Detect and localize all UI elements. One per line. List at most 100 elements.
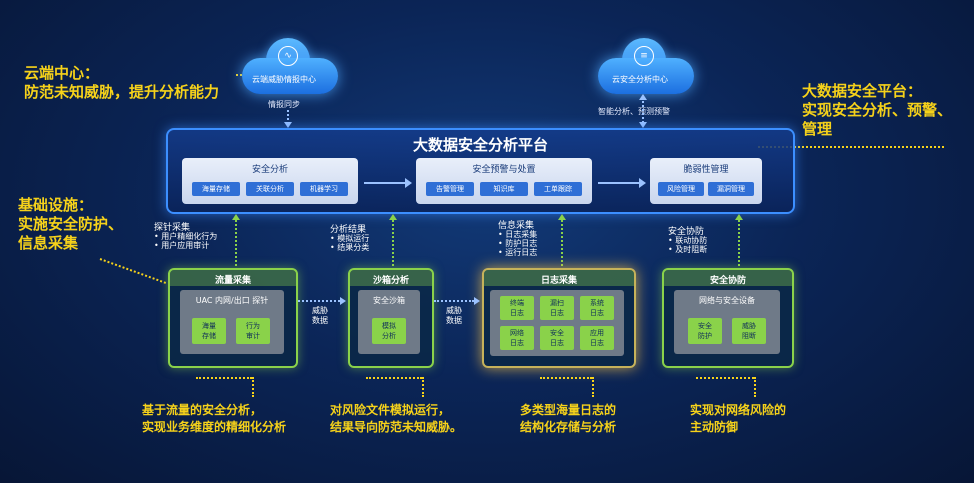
callout-connector bbox=[696, 377, 754, 379]
callout-connector bbox=[196, 377, 252, 379]
module-chip: 漏洞管理 bbox=[708, 182, 754, 196]
callout-line: 主动防御 bbox=[690, 420, 739, 434]
infra-chip: 应用 日志 bbox=[580, 326, 614, 350]
infra-title: 日志采集 bbox=[540, 276, 577, 286]
flow-arrow bbox=[598, 178, 646, 188]
callout-line: 结果导向防范未知威胁。 bbox=[330, 420, 463, 434]
infra-chip: 网络 日志 bbox=[500, 326, 534, 350]
platform-title: 大数据安全分析平台 bbox=[412, 136, 548, 154]
callout-connector bbox=[754, 377, 756, 397]
uplink-title: 信息采集 bbox=[498, 221, 535, 231]
infra-log-collection: 日志采集 终端 日志 漏扫 日志 系统 日志 网络 日志 安全 日志 应用 日志 bbox=[482, 268, 636, 368]
cloud-label: 云端威胁情报中心 bbox=[252, 75, 316, 84]
callout-traffic: 基于流量的安全分析， 实现业务维度的精细化分析 bbox=[142, 402, 286, 436]
module-chip: 海量存储 bbox=[192, 182, 240, 196]
callout-connector bbox=[99, 258, 167, 284]
inner-title: UAC 内网/出口 探针 bbox=[195, 296, 269, 305]
infra-traffic-collection: 流量采集 UAC 内网/出口 探针 海量 存储 行为 审计 bbox=[168, 268, 298, 368]
infra-inner: 网络与安全设备 安全 防护 威胁 阻断 bbox=[674, 290, 780, 354]
uplink-title: 安全协防 bbox=[668, 227, 705, 237]
flow-label: 威胁 数据 bbox=[312, 306, 328, 325]
uplink-item: • 及时阻断 bbox=[668, 245, 708, 254]
link-line bbox=[287, 110, 289, 124]
link-line bbox=[642, 98, 644, 126]
callout-connector bbox=[422, 377, 424, 397]
infra-title: 安全协防 bbox=[709, 276, 746, 286]
infra-chip: 漏扫 日志 bbox=[540, 296, 574, 320]
arrow-up-icon bbox=[639, 94, 647, 100]
callout-logs: 多类型海量日志的 结构化存储与分析 bbox=[520, 402, 616, 436]
callout-line: 多类型海量日志的 bbox=[520, 403, 617, 417]
module-chip: 机器学习 bbox=[300, 182, 348, 196]
uplink-item: • 用户精细化行为 bbox=[154, 232, 218, 241]
callout-line: 实施安全防护、 bbox=[18, 215, 124, 233]
box-header bbox=[350, 270, 432, 286]
callout-line: 基础设施： bbox=[18, 196, 94, 214]
uplink-title: 探针采集 bbox=[154, 223, 191, 233]
box-header bbox=[664, 270, 792, 286]
infra-title: 沙箱分析 bbox=[372, 276, 409, 286]
callout-line: 管理 bbox=[802, 120, 833, 138]
infra-chip: 安全 防护 bbox=[688, 318, 722, 344]
infra-inner: 安全沙箱 模拟 分析 bbox=[358, 290, 420, 354]
callout-line: 对风险文件模拟运行， bbox=[330, 403, 451, 417]
callout-defense: 实现对网络风险的 主动防御 bbox=[690, 402, 786, 436]
callout-line: 实现安全分析、预警、 bbox=[802, 101, 953, 119]
database-icon: ≡ bbox=[634, 46, 654, 66]
module-title: 脆弱性管理 bbox=[683, 165, 729, 175]
callout-connector bbox=[758, 146, 944, 148]
callout-sandbox: 对风险文件模拟运行， 结果导向防范未知威胁。 bbox=[330, 402, 462, 436]
module-chip: 知识库 bbox=[480, 182, 528, 196]
infra-inner: 终端 日志 漏扫 日志 系统 日志 网络 日志 安全 日志 应用 日志 bbox=[490, 290, 624, 356]
callout-infrastructure: 基础设施： 实施安全防护、 信息采集 bbox=[18, 196, 123, 253]
module-security-analysis: 安全分析 海量存储 关联分析 机器学习 bbox=[182, 158, 358, 204]
link-label: 智能分析、预测预警 bbox=[598, 107, 670, 116]
arrow-up-icon bbox=[558, 214, 566, 220]
infra-chip: 系统 日志 bbox=[580, 296, 614, 320]
uplink-title: 分析结果 bbox=[330, 225, 367, 235]
callout-line: 云端中心： bbox=[24, 64, 100, 82]
flow-arrow bbox=[364, 178, 412, 188]
callout-line: 大数据安全平台： bbox=[802, 82, 923, 100]
infra-chip: 终端 日志 bbox=[500, 296, 534, 320]
module-title: 安全预警与处置 bbox=[472, 165, 536, 175]
big-data-platform: 大数据安全分析平台 安全分析 海量存储 关联分析 机器学习 安全预警与处置 告警… bbox=[166, 128, 795, 214]
infra-title: 流量采集 bbox=[214, 276, 251, 286]
uplink-line bbox=[392, 220, 394, 266]
infra-chip: 安全 日志 bbox=[540, 326, 574, 350]
uplink-item: • 运行日志 bbox=[498, 248, 538, 257]
uplink-item: • 结果分类 bbox=[330, 243, 370, 252]
infra-chip: 模拟 分析 bbox=[372, 318, 406, 344]
module-chip: 工单跟踪 bbox=[534, 182, 582, 196]
module-chip: 告警管理 bbox=[426, 182, 474, 196]
callout-line: 结构化存储与分析 bbox=[520, 420, 617, 434]
module-title: 安全分析 bbox=[251, 165, 288, 175]
uplink-item: • 用户应用审计 bbox=[154, 241, 210, 250]
infra-coordinated-defense: 安全协防 网络与安全设备 安全 防护 威胁 阻断 bbox=[662, 268, 794, 368]
callout-line: 基于流量的安全分析， bbox=[142, 403, 263, 417]
arrow-down-icon bbox=[284, 122, 292, 128]
cloud-security-analysis: ≡ 云安全分析中心 bbox=[596, 36, 696, 96]
module-chip: 关联分析 bbox=[246, 182, 294, 196]
inner-title: 安全沙箱 bbox=[373, 296, 405, 305]
infra-sandbox: 沙箱分析 安全沙箱 模拟 分析 bbox=[348, 268, 434, 368]
box-header bbox=[484, 270, 634, 286]
callout-connector bbox=[540, 377, 592, 379]
uplink-item: • 联动协防 bbox=[668, 236, 708, 245]
heartbeat-icon: ∿ bbox=[278, 46, 298, 66]
module-chip: 风险管理 bbox=[658, 182, 704, 196]
callout-line: 实现对网络风险的 bbox=[690, 403, 787, 417]
uplink-item: • 模拟运行 bbox=[330, 234, 370, 243]
callout-connector bbox=[366, 377, 422, 379]
callout-connector bbox=[252, 377, 254, 397]
infra-inner: UAC 内网/出口 探针 海量 存储 行为 审计 bbox=[180, 290, 284, 354]
callout-platform: 大数据安全平台： 实现安全分析、预警、 管理 bbox=[802, 82, 952, 139]
module-vulnerability: 脆弱性管理 风险管理 漏洞管理 bbox=[650, 158, 762, 204]
flow-arrow bbox=[434, 297, 480, 305]
flow-arrow bbox=[298, 297, 346, 305]
arrow-up-icon bbox=[389, 214, 397, 220]
module-alert-handling: 安全预警与处置 告警管理 知识库 工单跟踪 bbox=[416, 158, 592, 204]
box-header bbox=[170, 270, 296, 286]
infra-chip: 威胁 阻断 bbox=[732, 318, 766, 344]
uplink-item: • 日志采集 bbox=[498, 230, 538, 239]
